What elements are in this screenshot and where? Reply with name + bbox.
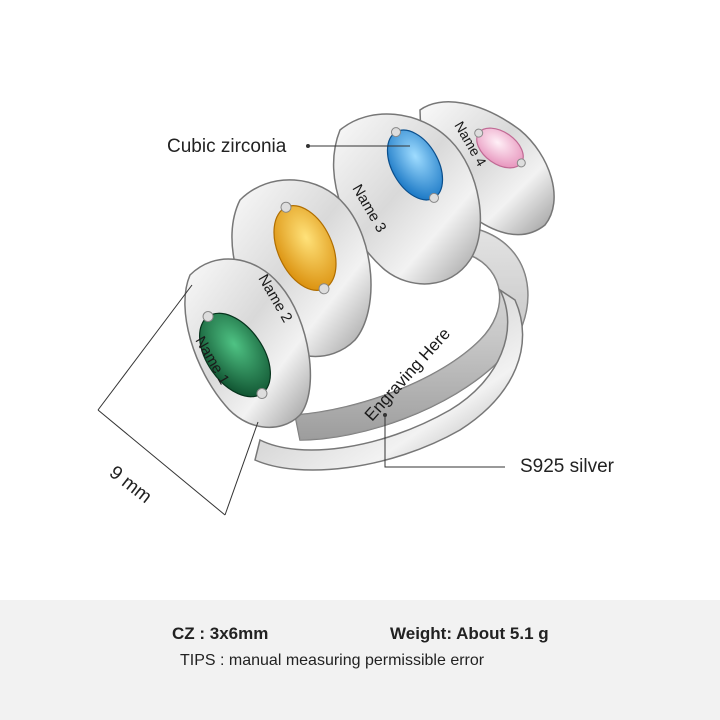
ring-band-inner <box>295 230 528 440</box>
callout-line-metal <box>384 415 505 468</box>
spec-weight: Weight: About 5.1 g <box>390 624 549 643</box>
dim-tick-bottom <box>224 421 259 516</box>
ring-illustration: Name 1 Name 2 Name 3 Name 4 Engraving He… <box>97 101 555 516</box>
product-image: Name 1 Name 2 Name 3 Name 4 Engraving He… <box>97 101 614 516</box>
callout-s925-silver: S925 silver <box>520 456 614 477</box>
spec-cz-size: CZ : 3x6mm <box>172 624 269 643</box>
stone-2-yellow <box>273 201 337 295</box>
stone-4-pink <box>474 127 526 169</box>
spec-tips: TIPS : manual measuring permissible erro… <box>180 652 485 669</box>
ring-band-back <box>294 229 529 441</box>
ring-band-front <box>254 287 524 471</box>
callout-cubic-zirconia: Cubic zirconia <box>167 136 287 157</box>
dim-line-main <box>97 409 226 516</box>
dim-tick-top <box>97 284 193 411</box>
stone-1-green <box>199 310 271 400</box>
stone-3-blue <box>386 127 444 203</box>
spec-footer: CZ : 3x6mm Weight: About 5.1 g TIPS : ma… <box>0 600 720 720</box>
